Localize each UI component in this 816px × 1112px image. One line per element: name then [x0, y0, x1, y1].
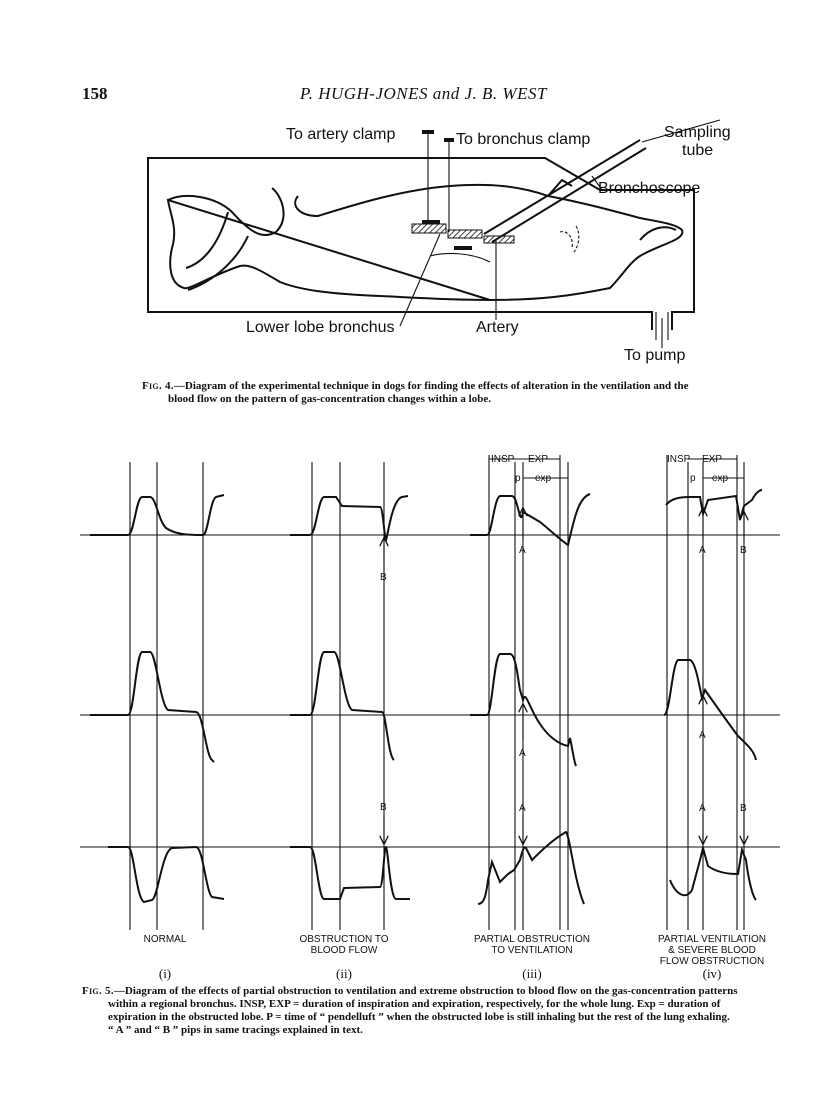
panel-numeral-iii: (iii)	[522, 966, 542, 981]
pip-b-ii-row1: B	[380, 572, 387, 583]
fig4-diagram: To artery clamp To bronchus clamp Sampli…	[147, 119, 731, 364]
trace-iv-row1	[665, 489, 763, 521]
dog-ear	[639, 226, 677, 241]
label-lower-lobe-bronchus: Lower lobe bronchus	[246, 319, 395, 336]
label-to-pump: To pump	[624, 347, 685, 364]
header-p-iv: p	[690, 473, 696, 484]
pip-a-iii-row2: A	[519, 748, 526, 759]
fig4-caption: Fig. 4.—Diagram of the experimental tech…	[142, 380, 732, 406]
panel-title-ii-1: OBSTRUCTION TO	[299, 934, 388, 945]
header-exp-lower-iv: exp	[712, 473, 729, 484]
fig5-caption-line4: “ A ” and “ B ” pips in same tracings ex…	[108, 1024, 363, 1036]
fig5-caption: Fig. 5.—Diagram of the effects of partia…	[82, 985, 782, 1037]
dog-leg	[185, 211, 249, 291]
pip-a-iv-row1: A	[699, 545, 706, 556]
panel-title-i-1: NORMAL	[144, 934, 187, 945]
header-p-iii: p	[515, 473, 521, 484]
timing-header-iii: INSP EXP p exp	[489, 454, 568, 484]
pip-b-ii-row3: B	[380, 802, 387, 813]
trace-iii-row3	[477, 830, 585, 905]
panel-title-ii-2: BLOOD FLOW	[311, 945, 378, 956]
dog-outline	[166, 183, 684, 301]
fig4-tank	[147, 157, 695, 330]
fig4-caption-line2: blood flow on the pattern of gas-concent…	[168, 393, 491, 405]
bronchoscope	[483, 139, 647, 243]
trace-i-row1	[90, 494, 225, 537]
running-head: P. HUGH-JONES and J. B. WEST	[300, 84, 547, 103]
label-artery: Artery	[476, 319, 519, 336]
header-exp-lower-iii: exp	[535, 473, 552, 484]
trace-iv-row2	[663, 659, 757, 761]
trace-iv-row3	[669, 844, 757, 901]
bronchoscope-leader	[591, 175, 603, 191]
label-sampling: Sampling	[664, 124, 731, 141]
fig5-gridlines	[129, 455, 745, 930]
artery-clamp-block	[411, 223, 447, 234]
header-insp-iii: INSP	[491, 454, 515, 465]
pip-a-iv-row2: A	[699, 730, 706, 741]
trace-iii-row2	[470, 653, 577, 767]
label-bronchoscope: Bronchoscope	[598, 180, 700, 197]
pip-b-iv-row3: B	[740, 803, 747, 814]
pip-a-iii-row3: A	[519, 803, 526, 814]
panel-title-iii-1: PARTIAL OBSTRUCTION	[474, 934, 590, 945]
label-tube: tube	[682, 142, 713, 159]
bronchus-hatch	[483, 235, 515, 244]
fig5-caption-line2: within a regional bronchus. INSP, EXP = …	[108, 998, 721, 1010]
panel-numeral-iv: (iv)	[703, 966, 722, 981]
panel-title-iv-3: FLOW OBSTRUCTION	[660, 956, 764, 967]
fig4-caption-line1: —Diagram of the experimental technique i…	[173, 380, 689, 392]
pump-outlet	[655, 312, 669, 348]
trace-ii-row2	[290, 651, 395, 761]
pip-b-iv-row1: B	[740, 545, 747, 556]
header-insp-iv: INSP	[667, 454, 691, 465]
header-exp-iv: EXP	[702, 454, 722, 465]
fig5-diagram: B B A A A A B A A B INSP EXP p exp	[80, 454, 780, 981]
sampling-tube	[641, 119, 721, 143]
fig4-caption-label: Fig. 4.	[142, 380, 174, 392]
dog-snout	[559, 225, 580, 253]
trace-i-row2	[90, 651, 215, 763]
fig5-caption-label: Fig. 5.	[82, 985, 114, 997]
panel-title-iii-2: TO VENTILATION	[491, 945, 572, 956]
fig5-caption-line1: —Diagram of the effects of partial obstr…	[113, 985, 738, 997]
fig5-caption-line3: expiration in the obstructed lobe. P = t…	[108, 1011, 730, 1023]
header-exp-iii: EXP	[528, 454, 548, 465]
trace-i-row3	[108, 845, 225, 904]
timing-header-iv: INSP EXP p exp	[667, 454, 744, 484]
trace-ii-row1	[290, 495, 409, 543]
panel-numeral-ii: (ii)	[336, 966, 352, 981]
panel-title-iv-1: PARTIAL VENTILATION	[658, 934, 766, 945]
panel-numeral-i: (i)	[159, 966, 171, 981]
pip-a-iii-row1: A	[519, 545, 526, 556]
trace-ii-row3	[290, 845, 410, 900]
pip-a-iv-row3: A	[699, 803, 706, 814]
panel-title-iv-2: & SEVERE BLOOD	[668, 945, 756, 956]
trace-iii-row1	[470, 493, 591, 547]
bronchus-clamp-block	[447, 229, 483, 239]
page-number: 158	[82, 84, 108, 103]
label-bronchus-clamp: To bronchus clamp	[456, 131, 590, 148]
label-artery-clamp: To artery clamp	[286, 126, 395, 143]
